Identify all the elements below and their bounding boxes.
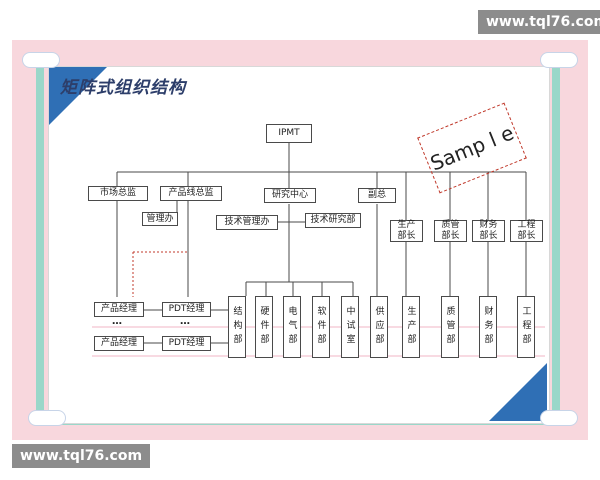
node-software-dept: 软件部 — [312, 296, 330, 358]
ellipsis-pdt-manager: … — [180, 316, 190, 327]
cloud-decoration-top-right — [540, 52, 578, 68]
slide-title: 矩阵式组织结构 — [60, 78, 186, 98]
node-pdt-manager-2: PDT经理 — [162, 336, 211, 351]
node-ipmt: IPMT — [266, 124, 312, 143]
node-tech-research-dept: 技术研究部 — [305, 213, 361, 228]
node-product-manager-1: 产品经理 — [94, 302, 144, 317]
node-finance-dept: 财务部 — [479, 296, 497, 358]
url-watermark-top: www.tql76.com — [478, 10, 600, 34]
node-market-director: 市场总监 — [88, 186, 148, 201]
node-production-dept: 生产部 — [402, 296, 420, 358]
node-electrical-dept: 电气部 — [283, 296, 301, 358]
corner-triangle-top-left — [49, 67, 107, 125]
node-structure-dept: 结构部 — [228, 296, 246, 358]
cloud-decoration-bottom-right — [540, 410, 578, 426]
frame-accent-left — [36, 64, 44, 424]
node-pdt-manager-1: PDT经理 — [162, 302, 211, 317]
node-quality-head: 质管部长 — [434, 220, 467, 242]
corner-triangle-bottom-right — [489, 363, 547, 421]
node-pilot-test-room: 中试室 — [341, 296, 359, 358]
node-management-office: 管理办 — [142, 212, 178, 226]
node-research-center: 研究中心 — [264, 188, 316, 203]
node-tech-management-office: 技术管理办 — [216, 215, 278, 230]
node-engineering-head: 工程部长 — [510, 220, 543, 242]
node-hardware-dept: 硬件部 — [255, 296, 273, 358]
cloud-decoration-bottom-left — [28, 410, 66, 426]
ellipsis-product-manager: … — [112, 316, 122, 327]
node-engineering-dept: 工程部 — [517, 296, 535, 358]
frame-accent-right — [552, 64, 560, 424]
node-quality-dept: 质管部 — [441, 296, 459, 358]
node-supply-dept: 供应部 — [370, 296, 388, 358]
cloud-decoration-top-left — [22, 52, 60, 68]
node-vice-president: 副总 — [358, 188, 396, 203]
node-finance-head: 财务部长 — [472, 220, 505, 242]
url-watermark-bottom: www.tql76.com — [12, 444, 151, 468]
node-production-head: 生产部长 — [390, 220, 423, 242]
node-product-line-director: 产品线总监 — [160, 186, 222, 201]
node-product-manager-2: 产品经理 — [94, 336, 144, 351]
